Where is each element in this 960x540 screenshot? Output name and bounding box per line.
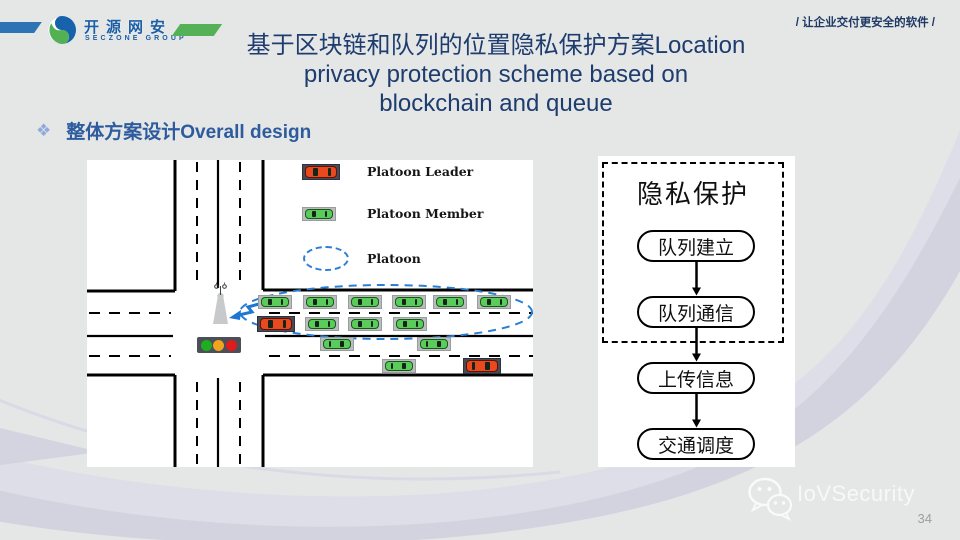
logo-group-name: SECZONE GROUP xyxy=(85,35,187,42)
wechat-icon xyxy=(748,477,793,521)
iovsecurity-brand: IoVSecurity xyxy=(797,481,915,506)
platoon-overlay-drawing xyxy=(213,282,533,340)
v2i-arrow xyxy=(238,302,260,317)
flowchart-step-queue-establish: 队列建立 xyxy=(637,230,755,262)
title-line-2: privacy protection scheme based on xyxy=(303,61,689,88)
platoon-ellipse xyxy=(239,284,533,340)
intersection-diagram: Platoon Leader Platoon Member Platoon xyxy=(87,160,533,467)
page-number: 34 xyxy=(917,511,932,526)
legend-label-platoon-leader: Platoon Leader xyxy=(367,164,474,179)
section-heading: ❖ 整体方案设计Overall design xyxy=(36,117,311,144)
company-slogan: / 让企业交付更安全的软件 / xyxy=(795,17,935,29)
legend-label-platoon: Platoon xyxy=(367,251,421,266)
vehicle-member xyxy=(392,295,426,309)
vehicle-member xyxy=(348,295,382,309)
vehicle-member xyxy=(348,317,382,331)
traffic-light-green-icon xyxy=(200,339,212,351)
slide-title: 基于区块链和队列的位置隐私保护方案Location privacy protec… xyxy=(186,31,806,118)
traffic-light-yellow-icon xyxy=(213,339,225,351)
platoon-leader-car-icon xyxy=(302,164,340,180)
diamond-bullet-icon: ❖ xyxy=(36,120,52,140)
vehicle-member xyxy=(382,359,416,373)
traffic-light xyxy=(197,337,241,353)
vehicle-member xyxy=(477,295,511,309)
privacy-protection-group-box: 隐私保护 xyxy=(602,162,784,343)
vehicle-leader xyxy=(463,358,501,374)
vehicle-member xyxy=(393,317,427,331)
flowchart-step-queue-communication: 队列通信 xyxy=(637,296,755,328)
vehicle-member xyxy=(258,295,292,309)
platoon-ellipse-icon xyxy=(303,246,349,271)
flowchart-step-traffic-scheduling: 交通调度 xyxy=(637,428,755,460)
rsu-antenna-icon xyxy=(213,282,228,324)
traffic-light-red-icon xyxy=(226,339,238,351)
title-line-3: blockchain and queue xyxy=(379,90,613,117)
seczone-logo-icon xyxy=(48,16,76,44)
vehicle-leader xyxy=(257,316,295,332)
section-heading-text: 整体方案设计Overall design xyxy=(66,122,312,143)
vehicle-member xyxy=(305,317,339,331)
logo-company-name: 开源网安 xyxy=(84,19,173,36)
flowchart-step-upload-info: 上传信息 xyxy=(637,362,755,394)
title-line-1: 基于区块链和队列的位置隐私保护方案Location xyxy=(246,32,746,59)
vehicle-member xyxy=(417,337,451,351)
vehicle-member xyxy=(320,337,354,351)
platoon-member-car-icon xyxy=(302,207,336,221)
vehicle-member xyxy=(433,295,467,309)
privacy-flowchart: 隐私保护 队列建立 队列通信 上传信息 交通调度 xyxy=(598,156,795,467)
flowchart-title: 隐私保护 xyxy=(636,180,749,210)
v2i-arrowhead-icon xyxy=(229,310,241,320)
vehicle-member xyxy=(303,295,337,309)
legend-label-platoon-member: Platoon Member xyxy=(367,206,484,221)
